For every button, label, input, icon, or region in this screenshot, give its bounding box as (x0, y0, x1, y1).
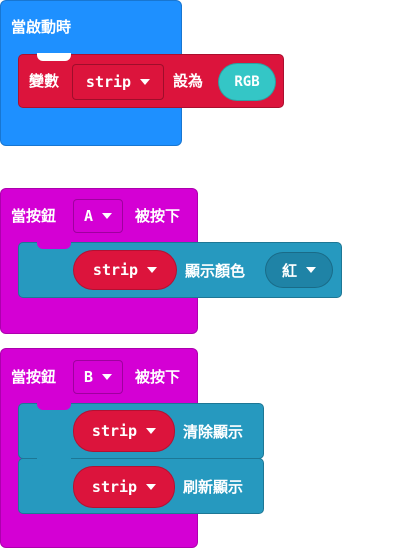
rgb-value-pill[interactable]: RGB (218, 63, 276, 101)
strip-variable-pill[interactable]: strip (73, 410, 175, 452)
show-color-block[interactable]: strip 顯示顏色 紅 (18, 241, 342, 298)
clear-display-label: 清除顯示 (183, 423, 244, 441)
variable-dropdown[interactable]: strip (72, 64, 164, 100)
refresh-display-label: 刷新顯示 (183, 478, 244, 496)
pressed-label: 被按下 (135, 368, 181, 386)
connector-notch (37, 458, 71, 466)
block-notch (37, 402, 71, 410)
block-notch (37, 241, 71, 249)
set-prefix-label: 變數 (29, 72, 60, 90)
set-middle-label: 設為 (173, 72, 204, 90)
on-start-label: 當啟動時 (11, 18, 72, 36)
chevron-down-icon (102, 374, 113, 380)
strip-variable-pill[interactable]: strip (73, 466, 175, 508)
color-dropdown[interactable]: 紅 (265, 252, 333, 288)
chevron-down-icon (146, 428, 157, 434)
button-b-dropdown[interactable]: B (73, 360, 123, 394)
set-variable-block[interactable]: 變數 strip 設為 RGB (18, 53, 284, 108)
chevron-down-icon (140, 79, 151, 85)
show-color-label: 顯示顏色 (185, 262, 246, 280)
refresh-display-block[interactable]: strip 刷新顯示 (18, 458, 264, 514)
chevron-down-icon (146, 484, 157, 490)
pressed-label: 被按下 (135, 207, 181, 225)
block-notch (37, 53, 71, 61)
chevron-down-icon (102, 213, 113, 219)
strip-variable-pill[interactable]: strip (73, 250, 177, 290)
on-button-label: 當按鈕 (11, 368, 57, 386)
on-button-label: 當按鈕 (11, 207, 57, 225)
chevron-down-icon (306, 267, 316, 273)
chevron-down-icon (147, 267, 158, 273)
clear-display-block[interactable]: strip 清除顯示 (18, 402, 264, 459)
button-a-dropdown[interactable]: A (73, 199, 123, 233)
